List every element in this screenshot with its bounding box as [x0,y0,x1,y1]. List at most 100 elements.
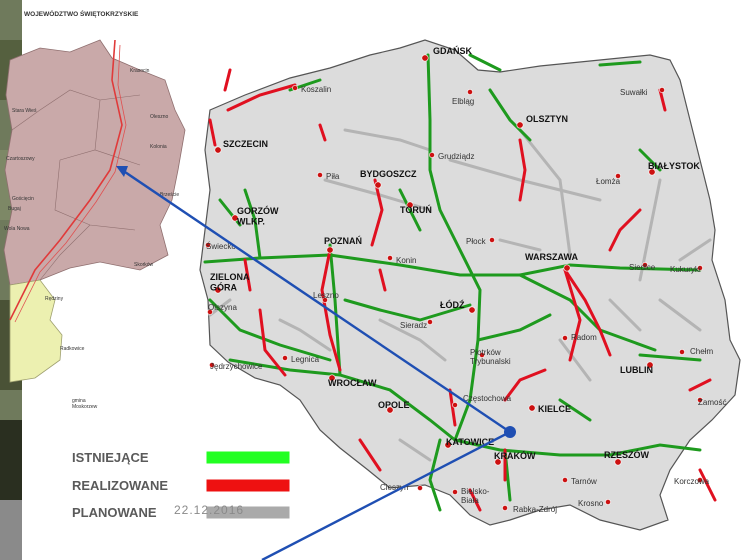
planned-roads [208,128,712,462]
city-krakow: KRAKÓW [494,450,536,466]
legend-planned-label: PLANOWANE [72,505,157,520]
city-zamosc: Zamość [697,397,726,407]
city-rabka-label: Rabka-Zdrój [513,505,557,514]
city-elblag-dot [467,89,473,95]
pointer-origin [504,426,516,438]
city-swiecko: Świecko [205,242,236,251]
country-shape [199,39,741,531]
city-zamosc-label: Zamość [698,398,726,407]
city-katowice-dot [444,441,452,449]
city-kielce-label: KIELCE [538,404,571,414]
city-bialystok-dot [648,168,656,176]
city-poznan-dot [326,246,334,254]
city-radom: Radom [562,333,597,342]
city-lublin-label: LUBLIN [620,365,653,375]
city-jedrzychowice-label: Jędrzychowice [210,362,263,371]
city-tarnow: Tarnów [562,477,597,486]
city-grudziadz-dot [429,152,435,158]
inset-label-1: Krasocin [130,68,150,74]
city-poznan-label: POZNAŃ [324,236,362,246]
city-katowice: KATOWICE [444,437,494,449]
city-siedlce: Siedlce [629,262,656,272]
city-layer: GDAŃSKKoszalinElblągOLSZTYNSuwałkiSZCZEC… [205,46,726,514]
city-plock-label: Płock [466,237,487,246]
city-bialystok-label: BIAŁYSTOK [648,161,700,171]
legend-planned-swatch [205,505,291,520]
city-rzeszow: RZESZÓW [604,449,650,466]
city-cieszyn: Cieszyn [380,483,423,492]
legend-existing-swatch [205,450,291,465]
inset-label-6: Brzeście [160,192,179,198]
city-rabka-dot [502,505,508,511]
inset-label-7: Gościęcin [12,196,34,202]
inset-label-11: Rędziny [45,296,64,302]
city-grudziadz: Grudziądz [429,152,474,161]
city-bielsko-dot [452,489,458,495]
city-konin: Konin [387,255,416,265]
city-krosno-dot [605,499,611,505]
city-lublin: LUBLIN [620,361,654,375]
inset-label-4: Czartoszowy [6,156,35,162]
legend-existing-label: ISTNIEJĄCE [72,450,149,465]
city-szczecin-dot [214,146,222,154]
city-gdansk-label: GDAŃSK [433,46,473,56]
city-pila: Piła [317,172,340,181]
city-piotrkow-dot [479,352,485,358]
city-zamosc-dot [697,397,703,403]
inset-map: WOJEWÓDZTWO ŚWIĘTOKRZYSKIE KrasocinStara… [3,9,186,410]
city-cieszyn-label: Cieszyn [380,483,408,492]
city-wroclaw-label: WROCŁAW [328,378,377,388]
city-warszawa-dot [563,264,571,272]
city-korczowa-dot [697,477,703,483]
city-wroclaw-dot [328,374,336,382]
city-chelm-dot [679,349,685,355]
city-leszno-label: Leszno [313,291,339,300]
legend-in-progress-swatch [205,478,291,493]
pointer-arrowhead [116,166,128,177]
city-sieradz-label: Sieradz [400,321,427,330]
city-warszawa-label: WARSZAWA [525,252,578,262]
city-suwalki: Suwałki [620,87,665,97]
city-tarnow-dot [562,477,568,483]
city-korczowa-label: Korczowa [674,477,710,486]
city-lublin-dot [646,361,654,369]
city-legnica: Legnica [282,355,320,364]
legend-existing: ISTNIEJĄCE [71,449,291,466]
city-rabka: Rabka-Zdrój [502,505,557,514]
city-krosno: Krosno [578,499,611,508]
legend-in-progress: REALIZOWANE [71,477,291,494]
city-rzeszow-dot [614,458,622,466]
city-lodz: ŁÓDŹ [440,299,476,314]
legend: ISTNIEJĄCE REALIZOWANE PLANOWANE [71,449,291,521]
city-konin-label: Konin [396,256,416,265]
city-opole: OPOLE [378,400,410,414]
city-swiecko-label: Świecko [206,242,236,251]
inset-title: WOJEWÓDZTWO ŚWIĘTOKRZYSKIE [24,9,139,18]
city-suwalki-dot [659,87,665,93]
city-olsztyn-dot [516,121,524,129]
inset-label-2: Stara Wieś [12,108,37,114]
city-elblag: Elbląg [452,89,474,106]
city-grudziadz-label: Grudziądz [438,152,474,161]
city-szczecin: SZCZECIN [214,139,268,154]
city-rzeszow-label: RZESZÓW [604,449,650,460]
city-lodz-label: ŁÓDŹ [440,299,465,310]
city-kielce-dot [528,404,536,412]
inset-district-borders [11,89,141,281]
pointer-lines [116,166,516,560]
city-lodz-dot [468,306,476,314]
city-legnica-label: Legnica [291,355,320,364]
city-kukuryki-label: Kukuryki [670,265,701,274]
city-katowice-label: KATOWICE [446,437,494,447]
city-koszalin-dot [292,85,298,91]
city-lomza-dot [615,173,621,179]
city-siedlce-dot [642,262,648,268]
city-suwalki-label: Suwałki [620,88,648,97]
city-chelm-label: Chełm [690,347,713,356]
city-gorzow-dot [231,214,239,222]
